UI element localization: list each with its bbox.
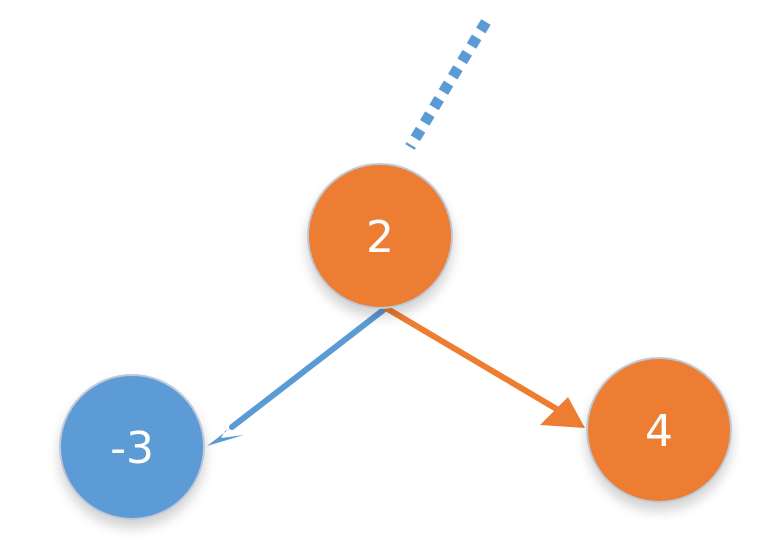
incoming-dotted-edge bbox=[405, 19, 491, 150]
node-label-right: 4 bbox=[645, 406, 673, 457]
edge-root-to-left bbox=[207, 305, 389, 446]
node-circle-right bbox=[586, 357, 732, 503]
edge-root-to-right bbox=[383, 305, 585, 428]
arrowhead-right bbox=[540, 397, 585, 428]
tree-node-right[interactable]: 4 bbox=[586, 357, 732, 503]
tree-node-left[interactable]: -3 bbox=[59, 374, 205, 520]
node-circle-left bbox=[59, 374, 205, 520]
node-label-left: -3 bbox=[110, 423, 154, 474]
edge-line-left bbox=[229, 305, 389, 430]
node-circle-root bbox=[307, 163, 453, 309]
arrowhead-left bbox=[207, 413, 250, 446]
node-label-root: 2 bbox=[366, 212, 394, 263]
tree-node-root[interactable]: 2 bbox=[307, 163, 453, 309]
edge-line-right bbox=[383, 305, 563, 414]
